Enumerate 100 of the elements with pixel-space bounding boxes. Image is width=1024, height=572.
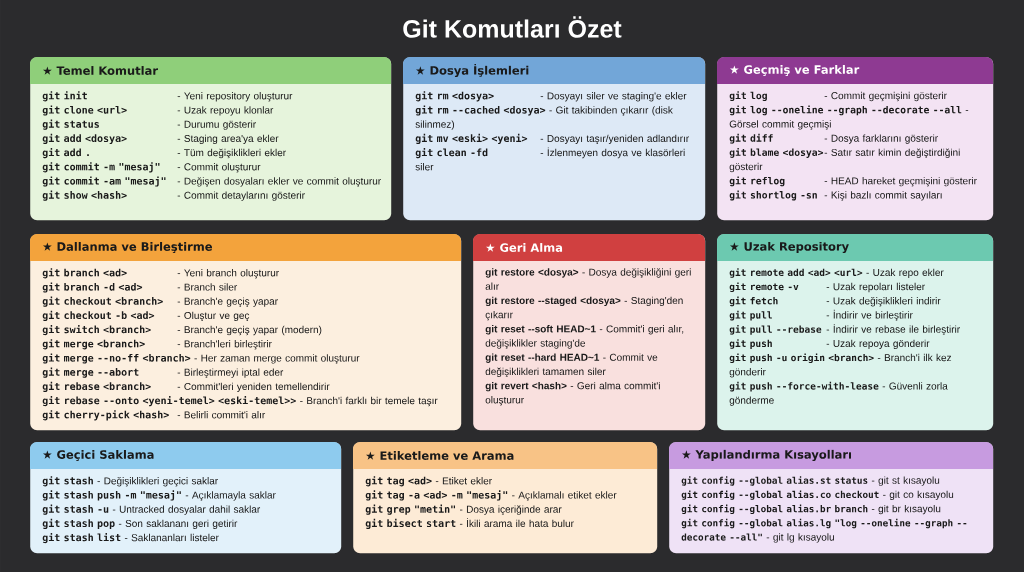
card-header: ★ Dallanma ve Birleştirme <box>30 234 461 261</box>
card-header: ★ Geçmiş ve Farklar <box>717 57 993 84</box>
command-entry: git init - Yeni repository oluşturur <box>42 91 293 102</box>
node-label: - Branch'i ilk kez <box>877 353 952 362</box>
node-label: - Birleştirmeyi iptal eder <box>177 368 284 378</box>
command-entry: git push - Uzak repoya gönderir <box>729 339 930 349</box>
node-label: git restore <dosya> <box>485 268 579 278</box>
node-label: - Uzak repoları listeler <box>826 282 925 293</box>
node-label: - İndirir ve birleştirir <box>826 309 913 321</box>
command-entry: git reflog - HEAD hareket geçmişini gösterir <box>729 176 977 187</box>
command-entry: git branch <ad> - Yeni branch oluşturur <box>42 268 279 279</box>
node-label: - <box>965 110 969 111</box>
node-label: git revert <hash> <box>485 381 567 392</box>
command-card <box>717 57 994 221</box>
node-label: git clone <url> <box>42 105 127 116</box>
card-header: ★ Uzak Repository <box>717 234 993 261</box>
node-label: git push -u origin <branch> <box>729 353 874 364</box>
node-label: - Commit detaylarını gösterir <box>177 191 305 201</box>
node-label: - Uzak repoyu klonlar <box>177 106 274 116</box>
node-label: - Geri alma commit'i <box>570 381 660 390</box>
command-card <box>403 57 706 221</box>
node-label: silinmez) <box>415 120 455 130</box>
node-label: - Tüm değişiklikleri ekler <box>177 148 286 159</box>
node-label: git branch -d <ad> <box>42 282 143 293</box>
command-entry: git push -u origin <branch> - Branch'i ilk kez gönderir <box>729 353 952 378</box>
node-label: - Dosya farklarını gösterir <box>824 134 938 144</box>
node-label: git fetch <box>729 296 778 307</box>
command-entry: git add <dosya> - Staging area'ya ekler <box>42 133 279 144</box>
command-entry: git rm --cached <dosya> - Git takibinden çıkarır (disk silinmez) <box>415 105 673 130</box>
node-label: - Uzak değişiklikleri indirir <box>826 296 941 307</box>
node-label: - Satır satır kimin değiştirdiğini <box>824 148 960 158</box>
command-entry: git cherry-pick <hash> - Belirli commit'i alır <box>42 410 266 421</box>
node-label: siler <box>415 163 434 171</box>
command-entry: git rm <dosya> - Dosyayı siler ve staging'e ekler <box>415 91 687 102</box>
node-label: çıkarır <box>485 310 513 321</box>
command-entry: git clone <url> - Uzak repoyu klonlar <box>42 105 274 116</box>
card-header: ★ Geçici Saklama <box>30 442 341 469</box>
command-entry: git clean -fd - İzlenmeyen dosya ve klasörleri siler <box>415 147 685 171</box>
node-label: - Dosya değişikliğini geri <box>582 268 691 278</box>
card-header: ★ Geri Alma <box>473 234 705 261</box>
command-entry: git push --force-with-lease - Güvenli zorla gönderme <box>729 381 948 406</box>
command-entry: git stash pop - Son saklananı geri getirir <box>42 518 238 529</box>
node-label: - Güvenli zorla <box>882 382 948 390</box>
command-entry: git status - Durumu gösterir <box>42 119 256 130</box>
command-entry: git pull - İndirir ve birleştirir <box>729 309 913 321</box>
card-header: ★ Dosya İşlemleri <box>403 57 705 84</box>
node-label: Görsel commit geçmişi <box>729 120 831 130</box>
node-label: - Branch'leri birleştirir <box>177 340 272 350</box>
node-label: - Staging'den <box>624 296 683 307</box>
command-entry: git diff - Dosya farklarını gösterir <box>729 133 938 144</box>
node-label: git status <box>42 119 99 130</box>
command-card <box>353 442 658 554</box>
command-card <box>717 234 994 431</box>
command-entry: git stash list - Saklananları listeler <box>42 532 219 544</box>
command-entry: git mv <eski> <yeni> - Dosyayı taşır/yeniden adlandırır <box>415 133 689 145</box>
node-label: - HEAD hareket geçmişini gösterir <box>824 177 977 187</box>
command-entry: git stash push -m "mesaj" - Açıklamayla saklar <box>42 490 276 501</box>
title: Git Komutları Özet <box>403 16 622 38</box>
node-label: gösterir <box>729 162 763 173</box>
command-entry: git pull --rebase - İndirir ve rebase ile birleştirir <box>729 324 960 335</box>
node-label: git switch <branch> <box>42 324 151 336</box>
node-label: git diff <box>729 133 773 144</box>
command-entry: git merge --no-ff <branch> - Her zaman merge commit oluşturur <box>42 353 360 364</box>
node-label: gönderir <box>729 368 766 378</box>
node-label: git add . <box>42 147 89 159</box>
command-entry: git config --global alias.co checkout - git co kısayolu <box>681 490 954 500</box>
command-entry: git config --global alias.st status - git st kısayolu <box>681 476 940 486</box>
node-label: - Durumu gösterir <box>177 120 256 130</box>
node-label: - Yeni branch oluşturur <box>177 269 279 279</box>
command-entry: git show <hash> - Commit detaylarını gösterir <box>42 190 305 201</box>
command-entry: git stash -u - Untracked dosyalar dahil saklar <box>42 504 261 515</box>
command-entry: git commit -am "mesaj" - Değişen dosyaları ekler ve commit oluşturur <box>42 176 381 187</box>
card-header: ★ Yapılandırma Kısayolları <box>669 442 993 469</box>
node-label: - Dosyayı siler ve staging'e ekler <box>540 92 687 102</box>
node-label: git merge <branch> <box>42 339 145 350</box>
node-label: - Branch'e geçiş yapar (modern) <box>177 325 322 336</box>
node-label: git reflog <box>729 176 785 187</box>
command-card <box>30 57 392 221</box>
command-card <box>30 442 342 554</box>
node-label: alır <box>485 282 499 290</box>
node-label: - Commit'leri yeniden temellendirir <box>177 382 330 392</box>
node-label: gönderme <box>729 396 774 406</box>
command-entry: git stash - Değişiklikleri geçici saklar <box>42 476 218 487</box>
node-label: git pull <box>729 310 772 321</box>
command-entry: git branch -d <ad> - Branch siler <box>42 282 238 293</box>
node-label: git rm <dosya> <box>415 91 494 102</box>
node-label: oluşturur <box>485 396 524 406</box>
node-label: git push <box>729 339 772 349</box>
node-label: - Uzak repoya gönderir <box>826 339 930 349</box>
command-entry: git remote -v - Uzak repoları listeler <box>729 282 925 293</box>
node-label: git add <dosya> <box>42 133 127 144</box>
node-label: git restore --staged <dosya> <box>485 296 621 307</box>
node-label: - Yeni repository oluşturur <box>177 92 293 102</box>
node-label: git merge --abort <box>42 367 139 378</box>
node-label: git clean -fd <box>415 147 488 159</box>
command-entry: git config --global alias.lg "log --oneline --graph --decorate --all" - git lg kısayolu <box>681 518 967 543</box>
node-label: git push --force-with-lease <box>729 381 879 392</box>
command-entry: git log - Commit geçmişini gösterir <box>729 91 947 102</box>
command-entry: git rebase --onto <yeni-temel> <eski-temel>> - Branch'i farklı bir temele taşır <box>42 396 438 407</box>
command-entry: git rebase <branch> - Commit'leri yeniden temellendirir <box>42 381 330 392</box>
